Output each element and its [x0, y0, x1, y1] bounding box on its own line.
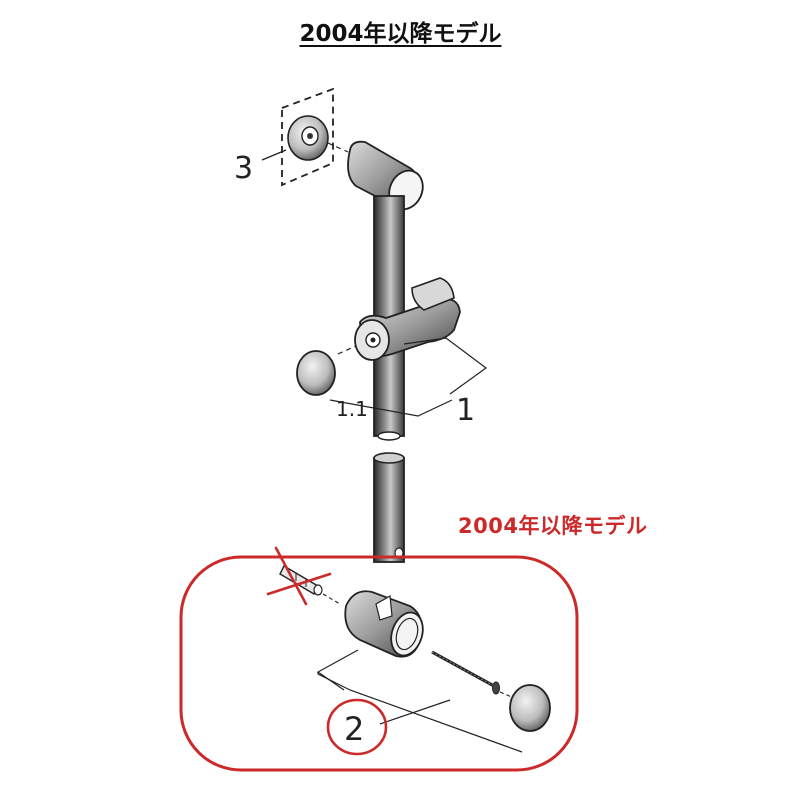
cross-out-mark	[266, 546, 332, 606]
end-cap-lower	[499, 684, 551, 732]
end-cap-upper	[296, 350, 336, 396]
lower-rod	[373, 431, 405, 563]
highlight-box	[179, 555, 579, 772]
highlight-circle-part-2	[326, 698, 388, 756]
label-part-3: 3	[234, 151, 253, 186]
mounting-screw	[431, 650, 500, 695]
page-title: 2004年以降モデル	[0, 14, 801, 48]
lower-holder	[344, 590, 424, 658]
label-part-1-1: 1.1	[336, 397, 368, 421]
label-part-2: 2	[344, 710, 364, 748]
leader-lines-part-2	[316, 649, 523, 753]
upper-bracket	[327, 140, 424, 437]
slider-holder	[337, 277, 461, 361]
annotation-title: 2004年以降モデル	[458, 514, 648, 538]
wall-mount-disc	[261, 87, 334, 187]
label-part-1: 1	[456, 393, 475, 428]
leader-lines-part-1	[329, 337, 488, 417]
page-title-text: 2004年以降モデル	[299, 21, 502, 47]
